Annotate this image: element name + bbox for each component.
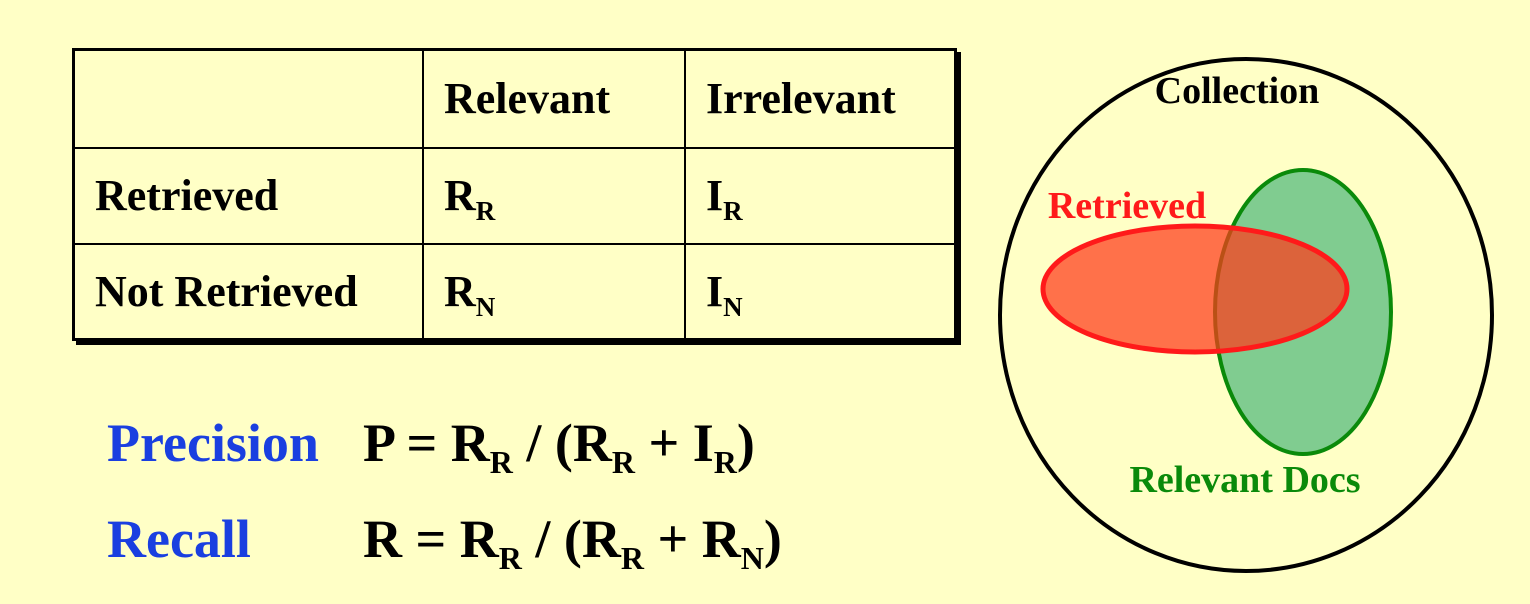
header-cell-irrelevant: Irrelevant: [684, 48, 957, 149]
retrieved-ellipse: [1040, 223, 1350, 355]
row-label-not-retrieved: Not Retrieved: [72, 242, 424, 341]
precision-keyword: Precision: [107, 413, 319, 473]
retrieved-label: Retrieved: [1048, 185, 1206, 227]
header-cell-empty: [72, 48, 424, 149]
header-cell-relevant: Relevant: [422, 48, 686, 149]
row-label-retrieved: Retrieved: [72, 146, 424, 245]
collection-label: Collection: [1155, 70, 1320, 112]
cell-retrieved-relevant: RR: [422, 146, 686, 245]
relevant-docs-label: Relevant Docs: [1129, 459, 1360, 501]
cell-not-retrieved-irrelevant: IN: [684, 242, 957, 341]
table-header-row: Relevant Irrelevant: [72, 48, 957, 149]
cell-not-retrieved-relevant: RN: [422, 242, 686, 341]
table-row-not-retrieved: Not Retrieved RN IN: [72, 242, 957, 341]
recall-keyword: Recall: [107, 509, 251, 569]
cell-retrieved-irrelevant: IR: [684, 146, 957, 245]
collection-ellipse: [998, 57, 1494, 573]
contingency-table: Relevant Irrelevant Retrieved RR IR Not …: [72, 48, 957, 341]
table-row-retrieved: Retrieved RR IR: [72, 146, 957, 245]
